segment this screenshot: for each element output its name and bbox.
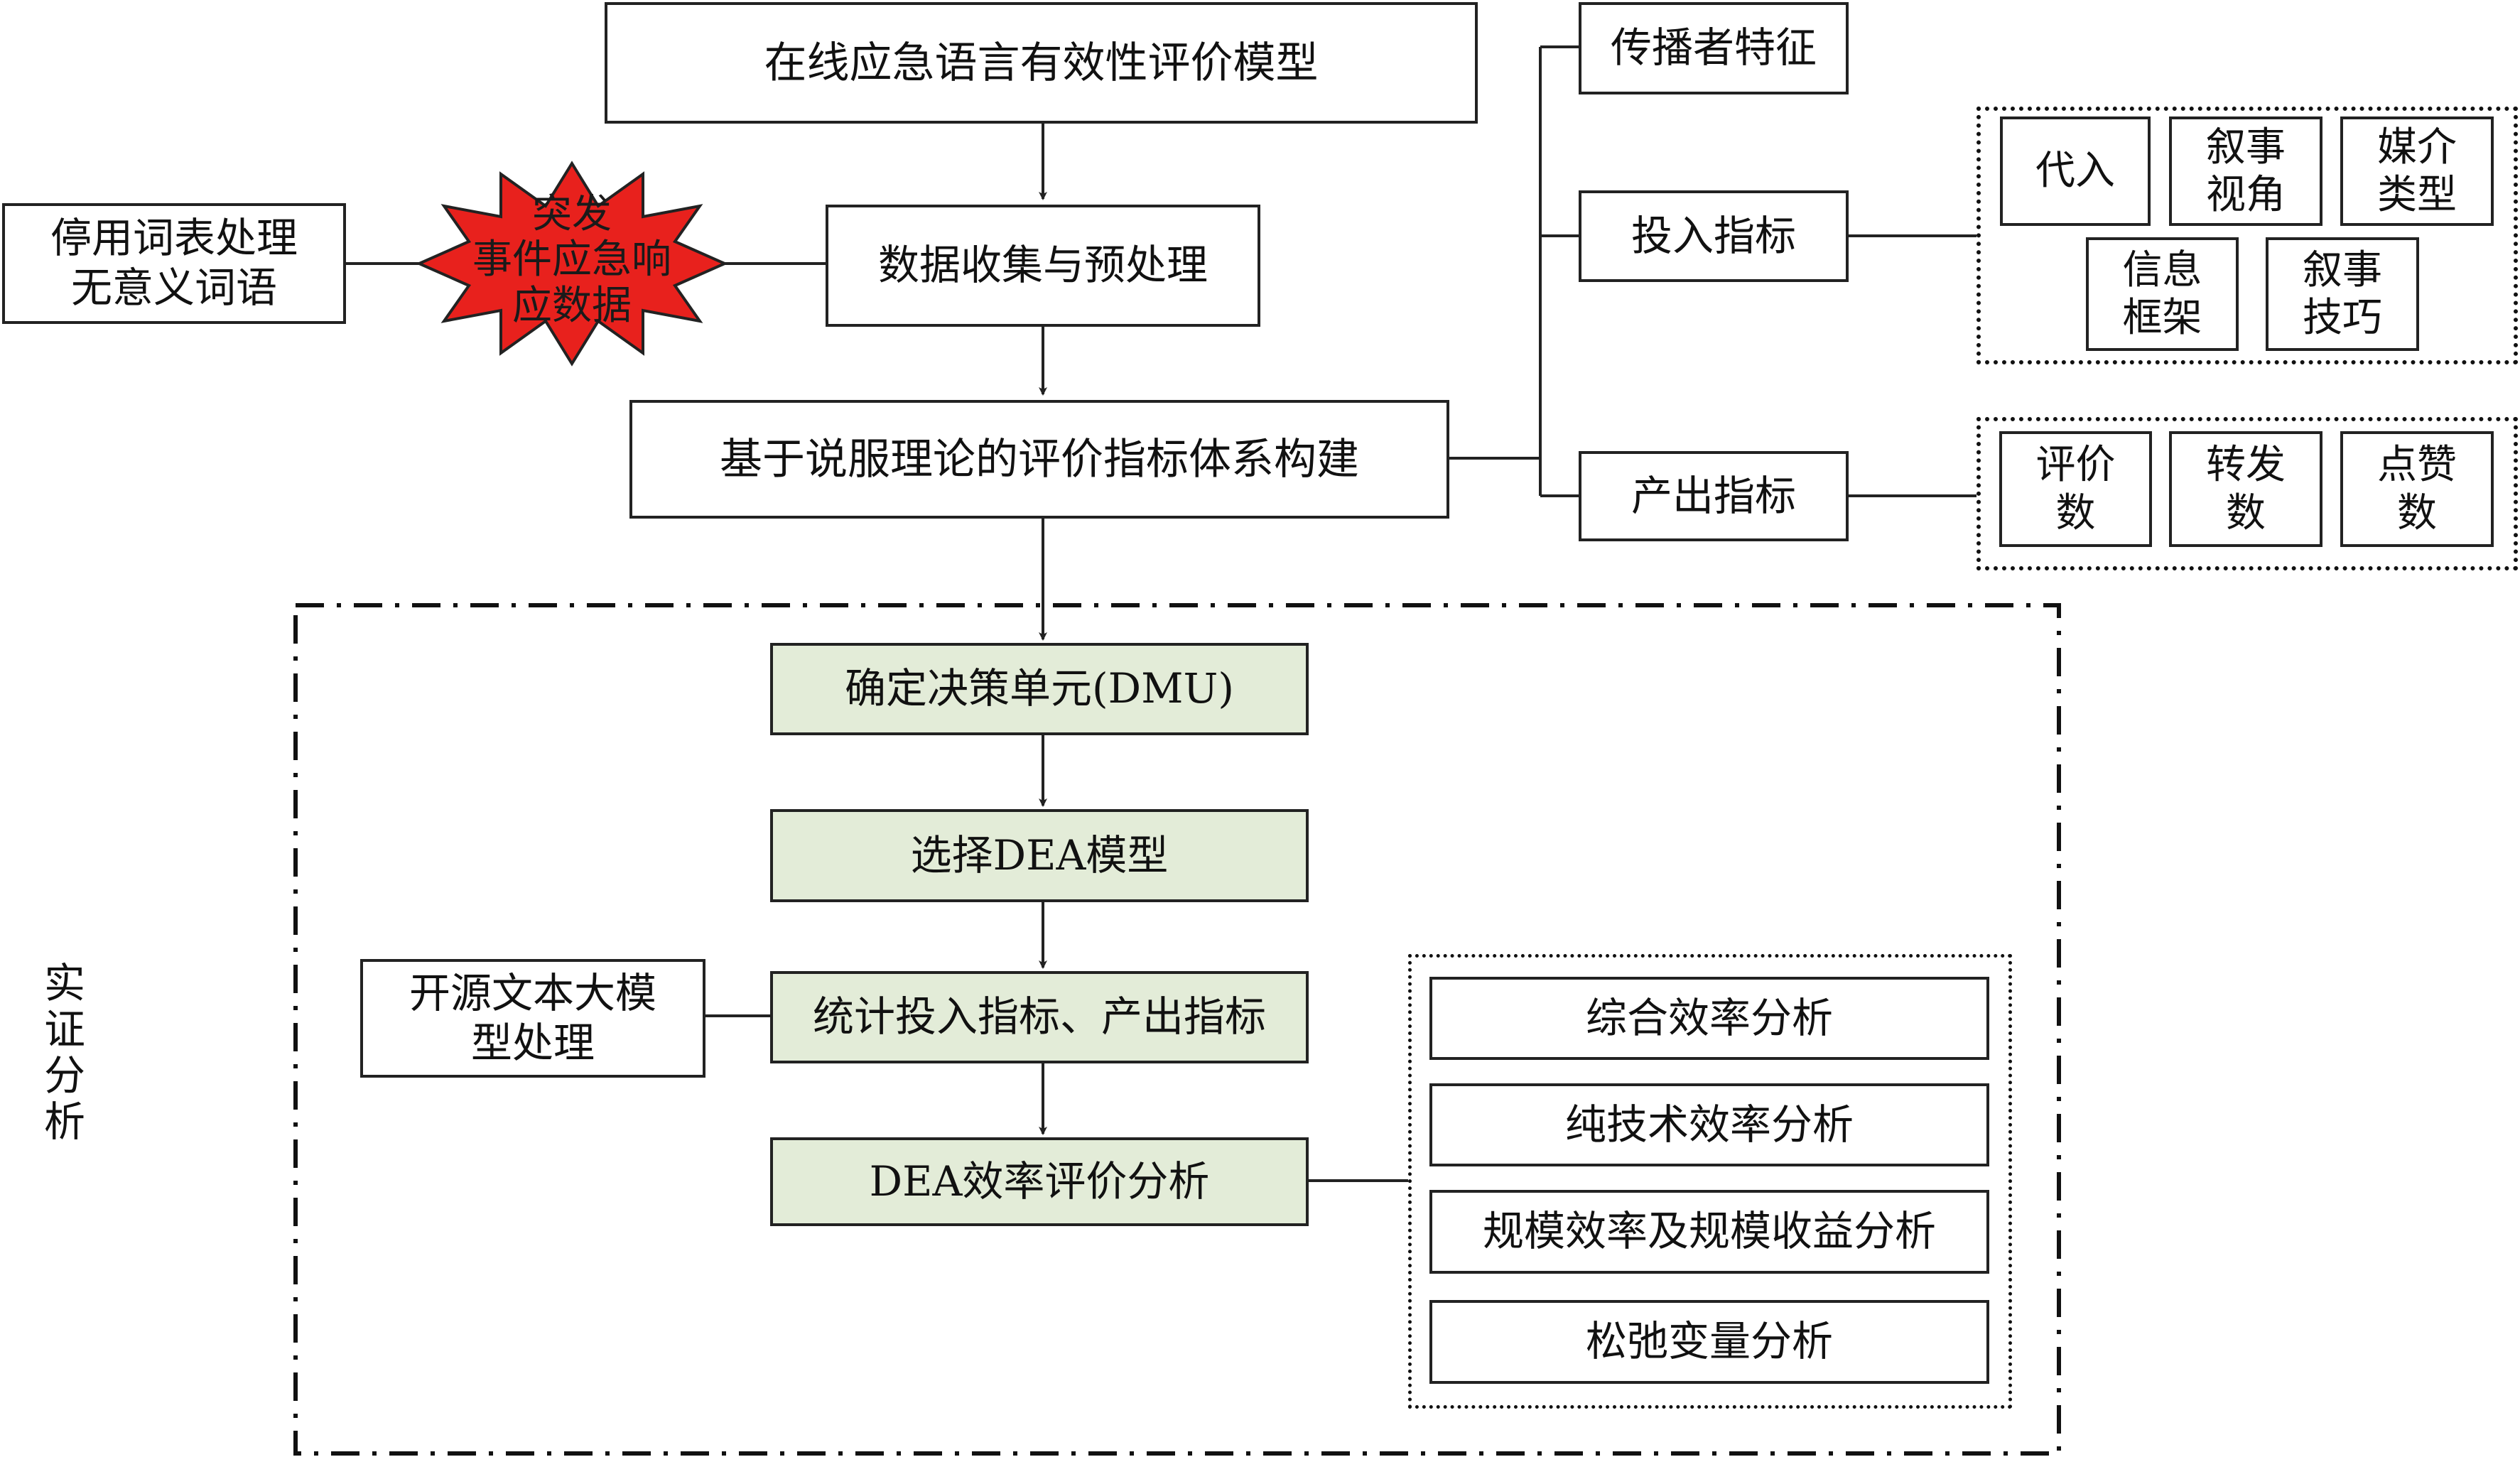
- input-item-media-type: 媒介 类型: [2340, 117, 2494, 226]
- llm-processing-box: 开源文本大模 型处理: [360, 959, 705, 1078]
- input-item-narrative-view: 叙事 视角: [2169, 117, 2322, 226]
- output-item-likes: 点赞 数: [2340, 431, 2494, 547]
- input-item-daru: 代入: [2000, 117, 2151, 226]
- output-indicators-box: 产出指标: [1579, 451, 1849, 541]
- empirical-analysis-label: 实 证 分 析: [43, 959, 85, 1146]
- analysis-items-group: [1408, 954, 2012, 1409]
- analysis-item-slack: 松弛变量分析: [1429, 1300, 1989, 1384]
- output-item-comments: 评价 数: [1999, 431, 2152, 547]
- input-indicators-box: 投入指标: [1579, 190, 1849, 282]
- output-item-reposts: 转发 数: [2169, 431, 2322, 547]
- dmu-box: 确定决策单元(DMU): [770, 643, 1309, 735]
- input-item-narrative-skill: 叙事 技巧: [2266, 237, 2419, 351]
- analysis-item-scale: 规模效率及规模收益分析: [1429, 1190, 1989, 1274]
- analysis-item-pure-technical: 纯技术效率分析: [1429, 1083, 1989, 1166]
- stopwords-box: 停用词表处理 无意义词语: [2, 203, 346, 324]
- data-collection-box: 数据收集与预处理: [826, 205, 1260, 327]
- analysis-item-comprehensive: 综合效率分析: [1429, 977, 1989, 1060]
- event-burst-shape: [416, 161, 728, 367]
- title-box: 在线应急语言有效性评价模型: [605, 2, 1478, 124]
- empirical-frame: [293, 603, 2061, 1456]
- indicator-system-box: 基于说服理论的评价指标体系构建: [629, 400, 1449, 519]
- output-items-group: [1976, 417, 2518, 570]
- input-item-info-frame: 信息 框架: [2086, 237, 2239, 351]
- event-data-label: 突发 事件应急响 应数据: [472, 191, 671, 329]
- dea-analysis-box: DEA效率评价分析: [770, 1137, 1309, 1226]
- input-items-group: [1976, 107, 2518, 364]
- count-indicators-box: 统计投入指标、产出指标: [770, 971, 1309, 1063]
- dea-model-box: 选择DEA模型: [770, 809, 1309, 902]
- communicator-box: 传播者特征: [1579, 2, 1849, 94]
